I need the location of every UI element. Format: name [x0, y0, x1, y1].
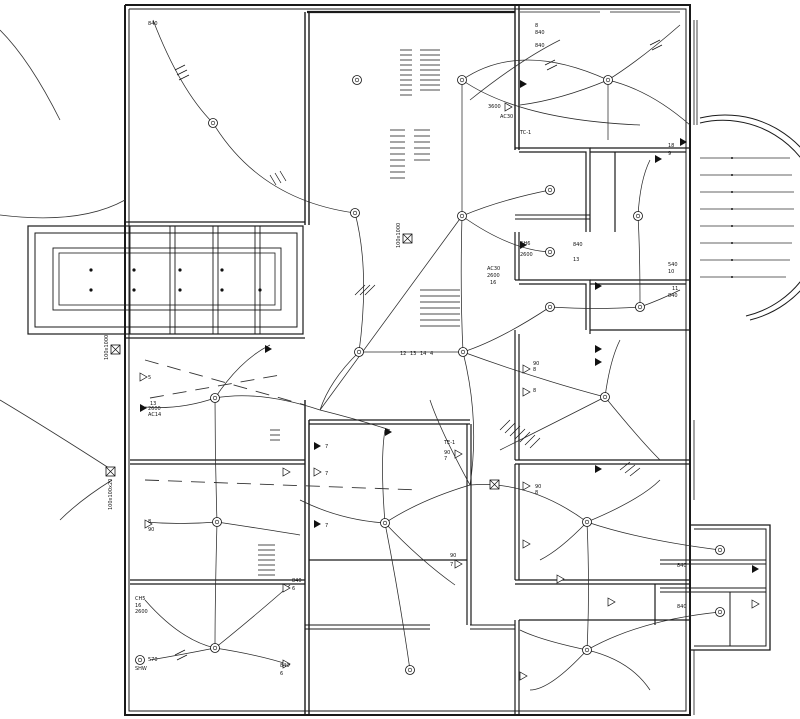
tag-label: 7	[450, 562, 453, 568]
tag-label: 2600	[520, 252, 533, 258]
box-label: 100x1000	[104, 335, 110, 360]
tag-label: 90	[533, 361, 539, 367]
tag-label: 2600	[135, 609, 148, 615]
fixture	[458, 347, 468, 357]
tag-label: 90	[450, 553, 456, 559]
tag-label: 90	[444, 450, 450, 456]
fixture	[715, 607, 725, 617]
fixture	[545, 247, 555, 257]
tag-label: 14	[420, 351, 426, 357]
tag-label: 6	[280, 671, 283, 677]
tag-label: 8	[535, 490, 538, 496]
tag-label: 3600	[488, 104, 501, 110]
box-label: 100x1000	[396, 223, 402, 248]
code-label: CH6	[520, 241, 530, 247]
panel-ticks	[174, 39, 663, 661]
tag-label: 16	[490, 280, 496, 286]
code-label: TC-1	[519, 130, 531, 136]
tag-label: 7	[325, 444, 328, 450]
tag-label: 540	[668, 262, 678, 268]
light-fixtures	[135, 75, 725, 675]
staircase	[699, 114, 800, 321]
tag-label: 90	[148, 527, 154, 533]
fixture	[352, 75, 362, 85]
fixture	[210, 393, 220, 403]
code-label: AC14	[148, 412, 161, 418]
tag-label: 570	[148, 657, 158, 663]
code-label: TE-1	[443, 440, 455, 446]
tag-label: 6	[292, 586, 295, 592]
tag-label: 2600	[487, 273, 500, 279]
tag-label: 9	[668, 151, 671, 157]
tag-label: 10	[668, 269, 674, 275]
fixture	[545, 185, 555, 195]
tag-label: 90	[535, 484, 541, 490]
tag-label: 7	[325, 471, 328, 477]
tag-label: 7	[325, 523, 328, 529]
fixture	[582, 517, 592, 527]
fixture	[212, 517, 222, 527]
code-label: CH5	[135, 596, 145, 602]
fixture	[457, 75, 467, 85]
tag-label: 8	[148, 519, 151, 525]
tag-label: 840	[573, 242, 583, 248]
junction-boxes	[105, 233, 500, 490]
fixture	[545, 302, 555, 312]
fixture	[354, 347, 364, 357]
fixture	[457, 211, 467, 221]
code-label: SHW	[135, 666, 147, 672]
tag-label: 12	[400, 351, 406, 357]
tag-label: 2600	[148, 406, 161, 412]
fixture	[208, 118, 218, 128]
tag-label: 8	[535, 23, 538, 29]
tag-label: 7	[444, 456, 447, 462]
fixture	[380, 518, 390, 528]
tag-label: 840	[535, 43, 545, 49]
circuit-tags: 840 8 840 840 3600 AC30 TC-1 CH6 2600 84…	[135, 21, 687, 677]
tag-label: 840	[535, 30, 545, 36]
code-label: AC30	[487, 266, 500, 272]
walls	[27, 4, 771, 716]
tag-label: 13	[573, 257, 579, 263]
tag-label: 11	[672, 286, 678, 292]
tag-label: 4	[430, 351, 433, 357]
tag-label: 840	[668, 293, 678, 299]
tag-label: 16	[135, 603, 141, 609]
fixture	[635, 302, 645, 312]
dashed-runs	[144, 359, 421, 491]
tag-label: 8	[533, 367, 536, 373]
tag-label: 13	[150, 401, 156, 407]
fixture	[603, 75, 613, 85]
fixture	[633, 211, 643, 221]
tag-label: 5	[148, 375, 151, 381]
tag-label: 840	[677, 563, 687, 569]
box-labels: 100x1000 100x1000 100x100x20	[104, 223, 402, 510]
fixture	[135, 655, 145, 665]
fixture	[715, 545, 725, 555]
tag-label: 840	[677, 604, 687, 610]
tag-label: 13	[410, 351, 416, 357]
tag-label: 840	[280, 663, 290, 669]
fixture	[350, 208, 360, 218]
fixture	[405, 665, 415, 675]
switches-outlets	[139, 80, 760, 681]
tag-label: 840	[148, 21, 158, 27]
fixture	[600, 392, 610, 402]
tag-label: 840	[292, 578, 302, 584]
fixture	[210, 643, 220, 653]
tag-label: 8	[533, 388, 536, 394]
box-label: 100x100x20	[108, 479, 114, 510]
fixture	[582, 645, 592, 655]
tag-label: 18	[668, 143, 674, 149]
code-label: AC30	[500, 114, 513, 120]
door-swings	[0, 29, 561, 521]
